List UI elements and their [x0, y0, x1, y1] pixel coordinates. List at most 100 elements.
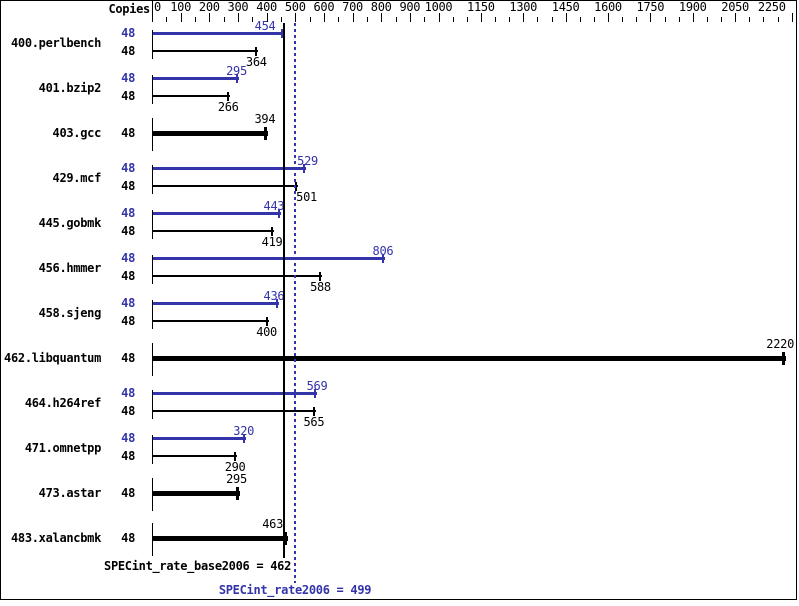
peak-value-label: 569	[306, 379, 328, 393]
axis-tick-label: 300	[227, 0, 249, 14]
base-copies: 48	[121, 486, 135, 500]
peak-value-label: 320	[233, 424, 255, 438]
base-bar	[153, 455, 238, 457]
base-bar-endcap	[283, 532, 287, 545]
peak-value-label: 529	[297, 154, 318, 168]
base-bar-endcap	[263, 127, 267, 140]
base-bar	[153, 491, 240, 496]
base-bar-endcap	[319, 272, 322, 281]
axis-major-tick	[735, 13, 736, 22]
axis-major-tick	[295, 13, 296, 22]
base-bar	[153, 410, 316, 412]
benchmark-name: 429.mcf	[52, 171, 102, 185]
base-copies: 48	[121, 224, 135, 238]
base-copies: 48	[121, 126, 135, 140]
benchmark-name: 471.omnetpp	[24, 441, 101, 455]
base-bar	[153, 50, 259, 52]
peak-bar-endcap	[381, 254, 384, 263]
axis-minor-tick	[338, 17, 339, 22]
base-value-label: 501	[296, 190, 317, 204]
axis-tick-label: 1300	[509, 0, 538, 14]
base-copies: 48	[121, 269, 135, 283]
base-value-label: 588	[310, 280, 331, 294]
base-bar	[153, 320, 269, 322]
peak-bar-endcap	[235, 74, 238, 83]
axis-major-tick	[353, 13, 354, 22]
axis-tick-label: 1600	[594, 0, 622, 14]
base-value-label: 394	[254, 112, 276, 126]
peak-reference-line	[294, 23, 296, 583]
peak-copies: 48	[121, 296, 135, 310]
base-value-label: 463	[262, 517, 284, 531]
axis-minor-tick	[166, 17, 167, 22]
axis-tick-label: 600	[313, 0, 335, 14]
peak-result-label: SPECint_rate2006 = 499	[218, 583, 372, 597]
peak-copies: 48	[121, 431, 135, 445]
peak-bar	[153, 77, 239, 80]
axis-tick-label: 400	[256, 0, 277, 14]
base-value-label: 266	[217, 100, 239, 114]
axis-major-tick	[181, 13, 182, 22]
axis-major-tick	[566, 13, 567, 22]
base-bar-endcap	[255, 47, 258, 56]
peak-copies: 48	[121, 161, 135, 175]
base-value-label: 419	[261, 235, 283, 249]
benchmark-name: 445.gobmk	[38, 216, 102, 230]
base-copies: 48	[121, 179, 135, 193]
peak-bar	[153, 212, 281, 215]
axis-tick-label: 900	[399, 0, 421, 14]
benchmark-name: 473.astar	[38, 486, 102, 500]
axis-minor-tick	[552, 17, 553, 22]
axis-minor-tick	[537, 17, 538, 22]
peak-copies: 48	[121, 386, 135, 400]
axis-tick-label: 800	[370, 0, 392, 14]
peak-bar-endcap	[275, 299, 278, 308]
axis-major-tick	[693, 13, 694, 22]
axis-minor-tick	[636, 17, 637, 22]
peak-copies: 48	[121, 26, 135, 40]
base-reference-line	[283, 23, 285, 558]
peak-value-label: 436	[263, 289, 285, 303]
base-value-label: 295	[226, 472, 247, 486]
peak-value-label: 454	[254, 19, 276, 33]
row-axis-segment	[152, 210, 153, 239]
axis-tick-label: 0	[154, 0, 161, 14]
axis-minor-tick	[195, 17, 196, 22]
base-value-label: 400	[256, 325, 277, 339]
axis-minor-tick	[580, 17, 581, 22]
axis-minor-tick	[679, 17, 680, 22]
row-axis-segment	[152, 435, 153, 464]
peak-copies: 48	[121, 251, 135, 265]
axis-major-tick	[523, 13, 524, 22]
base-value-label: 2220	[766, 337, 794, 351]
axis-tick-label: 1450	[551, 0, 580, 14]
base-copies: 48	[121, 89, 135, 103]
peak-bar	[153, 167, 306, 170]
base-copies: 48	[121, 314, 135, 328]
axis-minor-tick	[367, 17, 368, 22]
benchmark-name: 462.libquantum	[4, 351, 101, 365]
row-axis-segment	[152, 255, 153, 284]
axis-major-tick	[792, 13, 793, 22]
peak-copies: 48	[121, 206, 135, 220]
row-axis-segment	[152, 523, 153, 556]
base-value-label: 364	[245, 55, 267, 69]
axis-tick-label: 2050	[721, 0, 749, 14]
peak-copies: 48	[121, 71, 135, 85]
peak-value-label: 806	[372, 244, 394, 258]
axis-major-tick	[650, 13, 651, 22]
axis-major-tick	[608, 13, 609, 22]
axis-major-tick	[209, 13, 210, 22]
base-bar	[153, 131, 268, 136]
axis-minor-tick	[509, 17, 510, 22]
base-bar-endcap	[235, 487, 239, 500]
axis-minor-tick	[252, 17, 253, 22]
axis-minor-tick	[453, 17, 454, 22]
axis-minor-tick	[224, 17, 225, 22]
axis-major-tick	[481, 13, 482, 22]
base-bar	[153, 536, 288, 541]
axis-major-tick	[381, 13, 382, 22]
base-value-label: 290	[224, 460, 246, 474]
